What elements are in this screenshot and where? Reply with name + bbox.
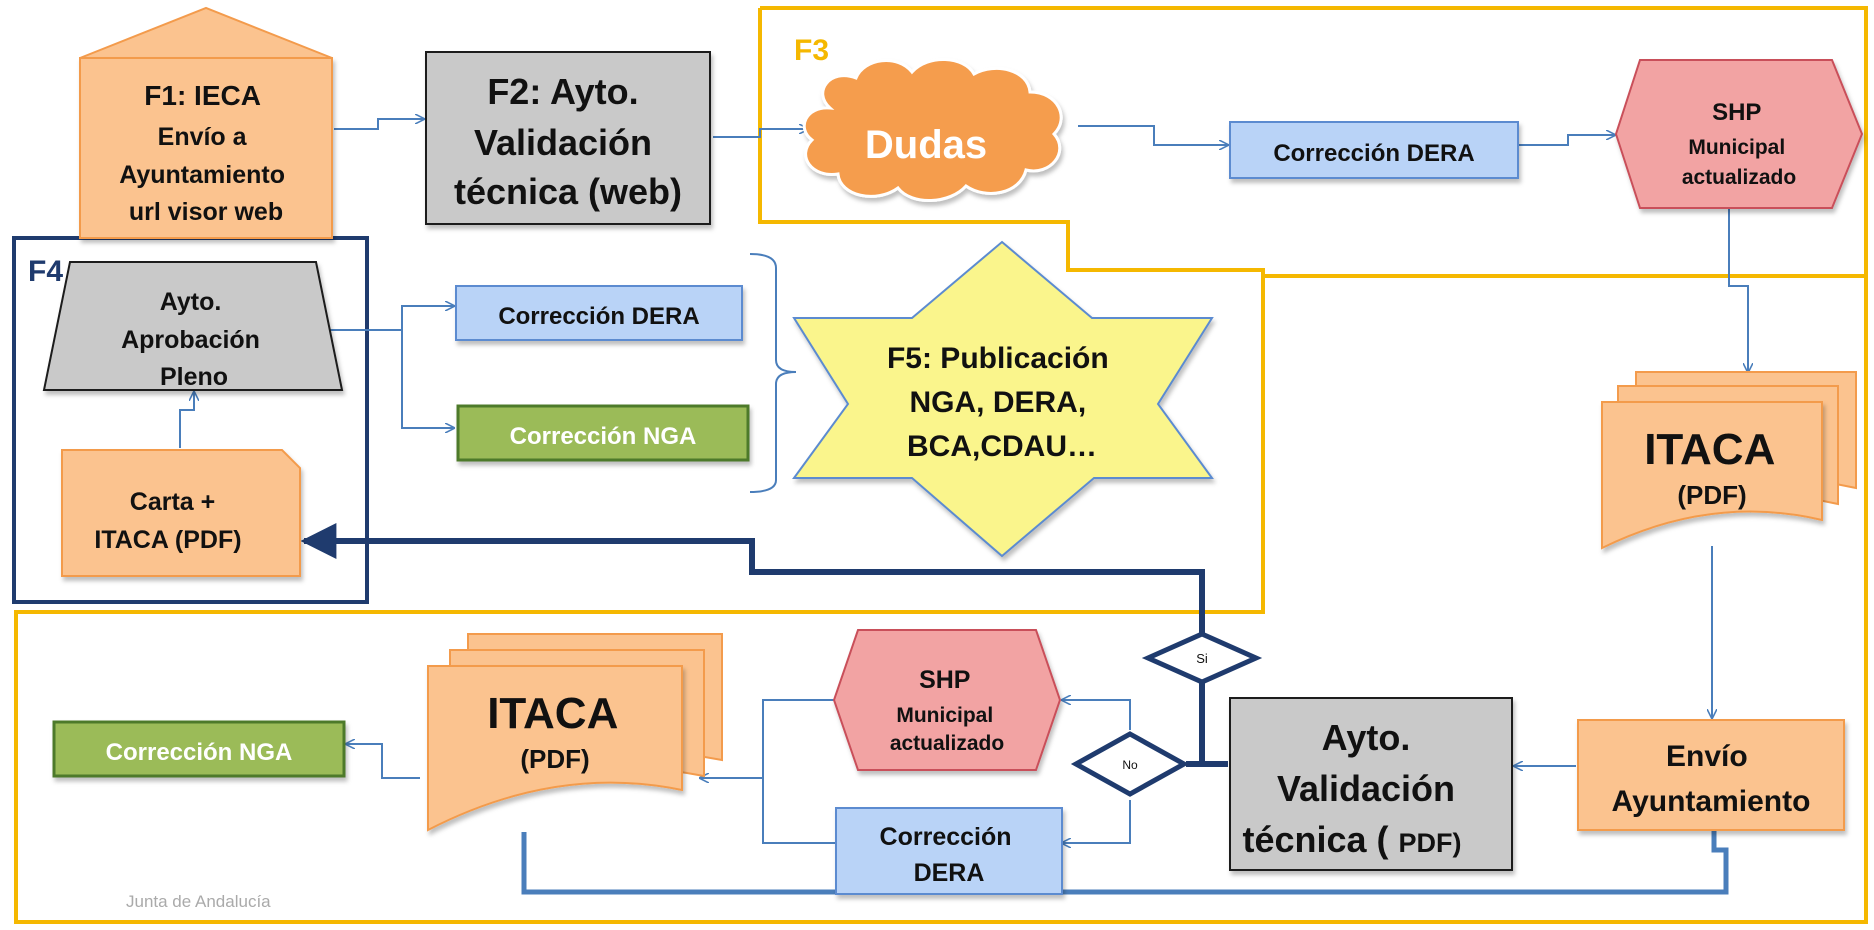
arrow-f2-to-dudas xyxy=(713,129,808,138)
frame-f3 xyxy=(367,6,1868,614)
correccion-nga-bottom-label: Corrección NGA xyxy=(106,739,293,766)
node-f2-validacion-web: F2: Ayto. Validación técnica (web) xyxy=(425,51,711,225)
footer-watermark: Junta de Andalucía xyxy=(126,892,271,911)
f1-line-4: url visor web xyxy=(129,198,283,226)
validacion-pdf-line-4: PDF) xyxy=(1399,828,1462,858)
correccion-nga-mid-label: Corrección NGA xyxy=(510,423,697,450)
validacion-pdf-line-2: Validación xyxy=(1277,768,1455,809)
f4-label: F4 xyxy=(28,255,63,288)
arrow-itaca-to-envio-loop xyxy=(521,805,1729,895)
node-shp-bottom: SHP Municipal actualizado xyxy=(832,629,1062,771)
bracket xyxy=(749,253,797,493)
svg-text:ITACA (PDF): ITACA (PDF) xyxy=(487,689,623,774)
node-correccion-dera-mid: Corrección DERA xyxy=(455,285,743,341)
envio-line-2: Ayuntamiento xyxy=(1612,785,1811,818)
arrow-dera-to-shp xyxy=(1518,135,1615,146)
arrow-aprobacion-to-dera xyxy=(320,306,454,331)
arrow-shp-to-itaca xyxy=(1728,202,1748,372)
f1-line-2: Envío a xyxy=(158,123,248,151)
arrow-si-to-carta xyxy=(300,523,1205,637)
itaca-right-subtitle: (PDF) xyxy=(1677,480,1746,510)
node-correccion-nga-bottom: Corrección NGA xyxy=(52,720,346,778)
node-dudas-cloud: Dudas xyxy=(802,58,1063,202)
arrow-itaca-to-nga xyxy=(346,744,420,779)
node-f1-ieca: F1: IECA Envío a Ayuntamiento url visor … xyxy=(79,6,333,239)
node-carta-itaca: Carta + ITACA (PDF) xyxy=(61,449,301,577)
arrow-f1-to-f2 xyxy=(334,119,424,130)
svg-text:F1: IECA Envío a: F1: IECA Envío a Ayuntamiento url visor … xyxy=(119,80,293,226)
decision-no-label: No xyxy=(1122,758,1138,772)
arrow-shp-dera-to-itaca xyxy=(700,699,835,844)
f2-line-1: F2: Ayto. xyxy=(487,71,638,112)
node-correccion-dera-top: Corrección DERA xyxy=(1229,121,1519,179)
validacion-pdf-line-3: técnica ( xyxy=(1242,819,1388,860)
f1-line-3: Ayuntamiento xyxy=(119,161,285,189)
f5-line-2: NGA, DERA, xyxy=(909,386,1086,419)
decision-no: No xyxy=(1070,731,1190,797)
svg-text:SHP Municipal actu: SHP Municipal actualizado xyxy=(890,666,1004,755)
dudas-label: Dudas xyxy=(865,123,987,167)
carta-line-1: Carta + xyxy=(130,488,215,516)
node-validacion-pdf: Ayto. Validación técnica ( PDF) xyxy=(1229,697,1513,871)
shp-bottom-line-1: SHP xyxy=(919,666,970,694)
arrow-dudas-to-dera xyxy=(1078,125,1228,145)
f2-line-2: Validación xyxy=(474,122,652,163)
itaca-right-title: ITACA xyxy=(1644,425,1775,474)
f2-line-3: técnica (web) xyxy=(454,171,682,212)
aprobacion-line-2: Aprobación xyxy=(121,326,260,354)
svg-text:Ayto. Aprobación P: Ayto. Aprobación Pleno xyxy=(121,288,267,391)
itaca-left-subtitle: (PDF) xyxy=(520,744,589,774)
shp-top-line-2: Municipal xyxy=(1688,136,1785,159)
svg-text:Envío Ayuntamiento: Envío Ayuntamiento xyxy=(1612,740,1811,818)
svg-text:F2: Ayto. Validación: F2: Ayto. Validación técnica (web) xyxy=(454,71,682,212)
f5-line-1: F5: Publicación xyxy=(887,342,1109,375)
correccion-dera-top-label: Corrección DERA xyxy=(1273,140,1474,167)
correccion-dera-bottom-line-2: DERA xyxy=(914,859,985,887)
node-correccion-nga-mid: Corrección NGA xyxy=(456,404,750,462)
validacion-pdf-line-1: Ayto. xyxy=(1322,717,1411,758)
arrow-no-to-shp xyxy=(1062,700,1131,730)
svg-text:Ayto. Validación t: Ayto. Validación técnica ( PDF) xyxy=(1242,717,1465,860)
correccion-dera-bottom-line-1: Corrección xyxy=(880,823,1012,851)
shp-top-line-3: actualizado xyxy=(1682,166,1796,189)
arrow-carta-to-aprobacion xyxy=(179,392,194,448)
connector-validacion-decisions xyxy=(1186,683,1228,767)
svg-text:F5: Publicación NGA, DER: F5: Publicación NGA, DERA, BCA,CDAU… xyxy=(887,342,1117,463)
node-aprobacion-pleno: Ayto. Aprobación Pleno xyxy=(42,261,344,391)
aprobacion-line-3: Pleno xyxy=(160,363,228,391)
carta-line-2: ITACA (PDF) xyxy=(94,526,241,554)
connectors xyxy=(179,119,1748,844)
shp-bottom-line-3: actualizado xyxy=(890,732,1004,755)
f3-label: F3 xyxy=(794,34,829,67)
envio-line-1: Envío xyxy=(1666,740,1748,773)
correccion-dera-mid-label: Corrección DERA xyxy=(498,303,699,330)
svg-text:Carta + ITACA (PDF): Carta + ITACA (PDF) xyxy=(94,488,241,554)
svg-text:ITACA (PDF): ITACA (PDF) xyxy=(1644,425,1780,510)
arrow-no-to-dera xyxy=(1062,800,1131,843)
frame-f5-bottom xyxy=(14,276,1868,924)
node-shp-top: SHP Municipal actualizado xyxy=(1614,59,1864,209)
svg-text:Corrección DERA: Corrección DERA xyxy=(880,823,1019,887)
f5-line-3: BCA,CDAU… xyxy=(907,430,1097,463)
aprobacion-line-1: Ayto. xyxy=(160,288,222,316)
f1-line-1: F1: IECA xyxy=(144,80,260,111)
node-envio-ayuntamiento: Envío Ayuntamiento xyxy=(1577,719,1845,831)
decision-si: Si xyxy=(1141,631,1263,685)
node-f5-publicacion-star: F5: Publicación NGA, DERA, BCA,CDAU… xyxy=(792,240,1214,558)
shp-top-line-1: SHP xyxy=(1712,99,1761,126)
itaca-left-title: ITACA xyxy=(487,689,618,738)
node-itaca-left: ITACA (PDF) xyxy=(427,633,723,832)
node-correccion-dera-bottom: Corrección DERA xyxy=(835,807,1063,895)
decision-si-label: Si xyxy=(1196,651,1208,666)
shp-bottom-line-2: Municipal xyxy=(896,704,993,727)
node-itaca-right: ITACA (PDF) xyxy=(1601,371,1857,550)
arrow-aprobacion-to-nga xyxy=(401,330,454,428)
svg-text:SHP Municipal actu: SHP Municipal actualizado xyxy=(1682,99,1796,189)
